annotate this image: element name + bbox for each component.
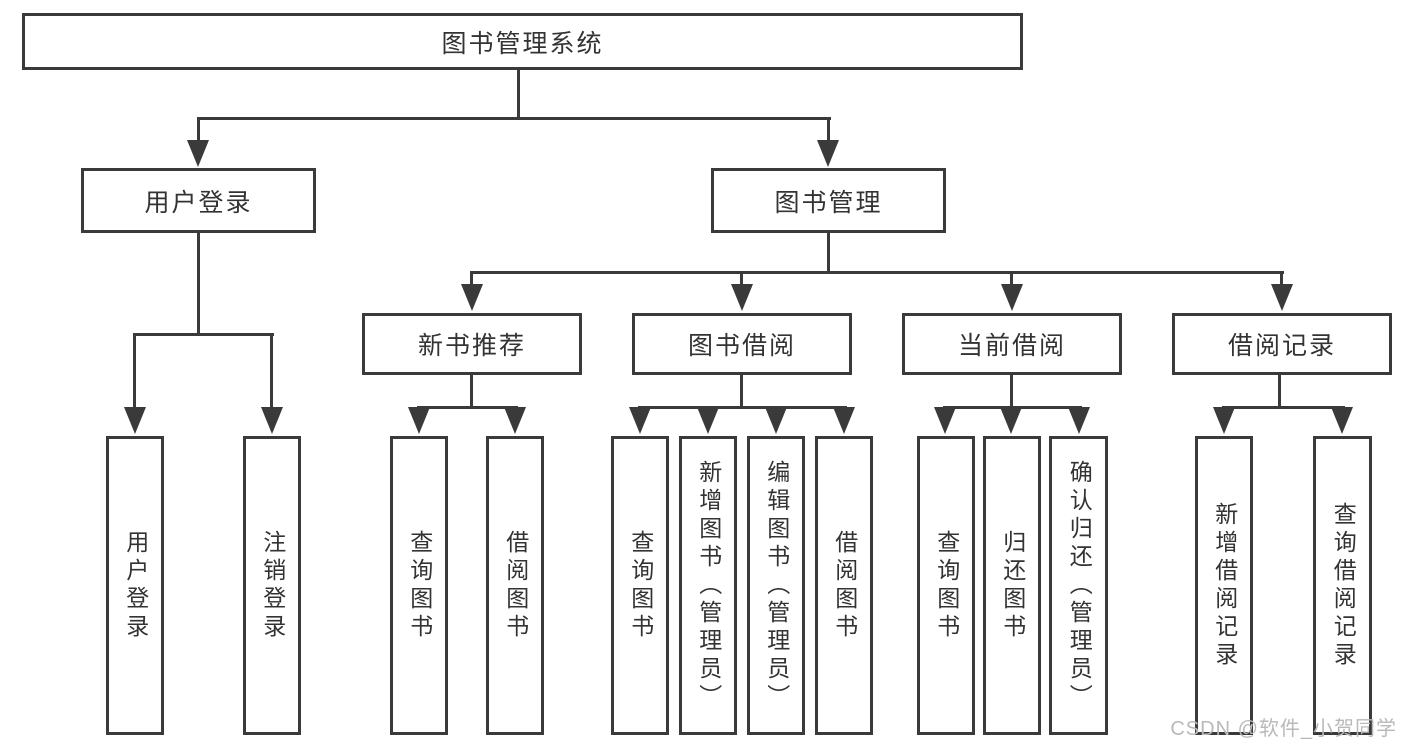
csdn-watermark: CSDN @软件_小贺同学 (1170, 718, 1397, 740)
arrowhead-down (461, 284, 483, 311)
node-borrowing-records-label: 借阅记录 (1227, 332, 1336, 360)
arrowhead-down (765, 407, 787, 434)
arrowhead-down (1271, 284, 1293, 311)
connector-vline (197, 233, 200, 334)
connector-hline (133, 333, 274, 336)
arrowhead-down (408, 407, 430, 434)
connector-vline (1280, 271, 1283, 287)
node-leaf-query-books-3: 查询图书 (917, 436, 975, 735)
connector-vline (470, 375, 473, 408)
node-book-borrowing-label: 图书借阅 (687, 332, 796, 360)
connector-vline (740, 271, 743, 287)
arrowhead-down (697, 407, 719, 434)
node-leaf-confirm-return: 确认归还（管理员） (1049, 436, 1108, 735)
node-current-borrowing: 当前借阅 (902, 313, 1122, 375)
arrowhead-down (1068, 407, 1090, 434)
node-new-book-recommend: 新书推荐 (362, 313, 582, 375)
connector-vline (1010, 271, 1013, 287)
connector-vline (1278, 375, 1281, 408)
arrowhead-down (833, 407, 855, 434)
connector-vline (270, 333, 273, 409)
connector-vline (517, 70, 520, 117)
node-leaf-return-books: 归还图书 (983, 436, 1041, 735)
connector-hline (638, 406, 847, 409)
connector-vline (827, 117, 830, 142)
connector-vline (827, 233, 830, 273)
node-leaf-add-books: 新增图书（管理员） (679, 436, 737, 735)
node-new-book-recommend-label: 新书推荐 (417, 332, 526, 360)
arrowhead-down (934, 407, 956, 434)
node-current-borrowing-label: 当前借阅 (957, 332, 1066, 360)
node-leaf-borrow-books-2: 借阅图书 (815, 436, 873, 735)
node-book-management: 图书管理 (711, 168, 946, 233)
arrowhead-down (187, 140, 209, 167)
node-leaf-add-borrow-record: 新增借阅记录 (1195, 436, 1253, 735)
node-leaf-borrow-books-2-label: 借阅图书 (831, 529, 858, 642)
arrowhead-down (124, 407, 146, 434)
arrowhead-down (731, 284, 753, 311)
node-book-management-label: 图书管理 (774, 188, 883, 217)
node-user-login-label: 用户登录 (144, 188, 253, 217)
connector-vline (197, 117, 200, 142)
node-system-root: 图书管理系统 (22, 13, 1023, 70)
node-leaf-user-login-label: 用户登录 (122, 529, 149, 642)
arrowhead-down (1001, 284, 1023, 311)
node-leaf-query-books-1: 查询图书 (390, 436, 448, 735)
node-leaf-logout: 注销登录 (243, 436, 301, 735)
node-leaf-return-books-label: 归还图书 (999, 529, 1026, 642)
node-leaf-query-borrow-record: 查询借阅记录 (1313, 436, 1372, 735)
arrowhead-down (1000, 407, 1022, 434)
node-leaf-borrow-books-1-label: 借阅图书 (502, 529, 529, 642)
arrowhead-down (817, 140, 839, 167)
node-leaf-edit-books-label: 编辑图书（管理员） (763, 459, 790, 712)
node-leaf-query-books-2-label: 查询图书 (627, 529, 654, 642)
node-leaf-query-books-2: 查询图书 (611, 436, 669, 735)
node-borrowing-records: 借阅记录 (1172, 313, 1392, 375)
connector-vline (470, 271, 473, 287)
connector-vline (133, 333, 136, 409)
node-leaf-borrow-books-1: 借阅图书 (486, 436, 544, 735)
node-leaf-query-borrow-record-label: 查询借阅记录 (1330, 501, 1357, 670)
node-leaf-user-login: 用户登录 (106, 436, 164, 735)
connector-vline (740, 375, 743, 408)
node-leaf-query-books-3-label: 查询图书 (933, 529, 960, 642)
arrowhead-down (1213, 407, 1235, 434)
connector-vline (1010, 375, 1013, 408)
node-leaf-add-borrow-record-label: 新增借阅记录 (1211, 501, 1238, 670)
arrowhead-down (1331, 407, 1353, 434)
node-leaf-confirm-return-label: 确认归还（管理员） (1066, 459, 1093, 712)
connector-hline (470, 271, 1284, 274)
node-leaf-edit-books: 编辑图书（管理员） (747, 436, 805, 735)
arrowhead-down (629, 407, 651, 434)
node-leaf-add-books-label: 新增图书（管理员） (695, 459, 722, 712)
connector-hline (197, 117, 831, 120)
connector-hline (1222, 406, 1345, 409)
connector-hline (417, 406, 518, 409)
node-system-root-label: 图书管理系统 (441, 29, 604, 58)
node-leaf-logout-label: 注销登录 (259, 529, 286, 642)
node-leaf-query-books-1-label: 查询图书 (406, 529, 433, 642)
arrowhead-down (504, 407, 526, 434)
node-user-login: 用户登录 (81, 168, 316, 233)
node-book-borrowing: 图书借阅 (632, 313, 852, 375)
arrowhead-down (261, 407, 283, 434)
